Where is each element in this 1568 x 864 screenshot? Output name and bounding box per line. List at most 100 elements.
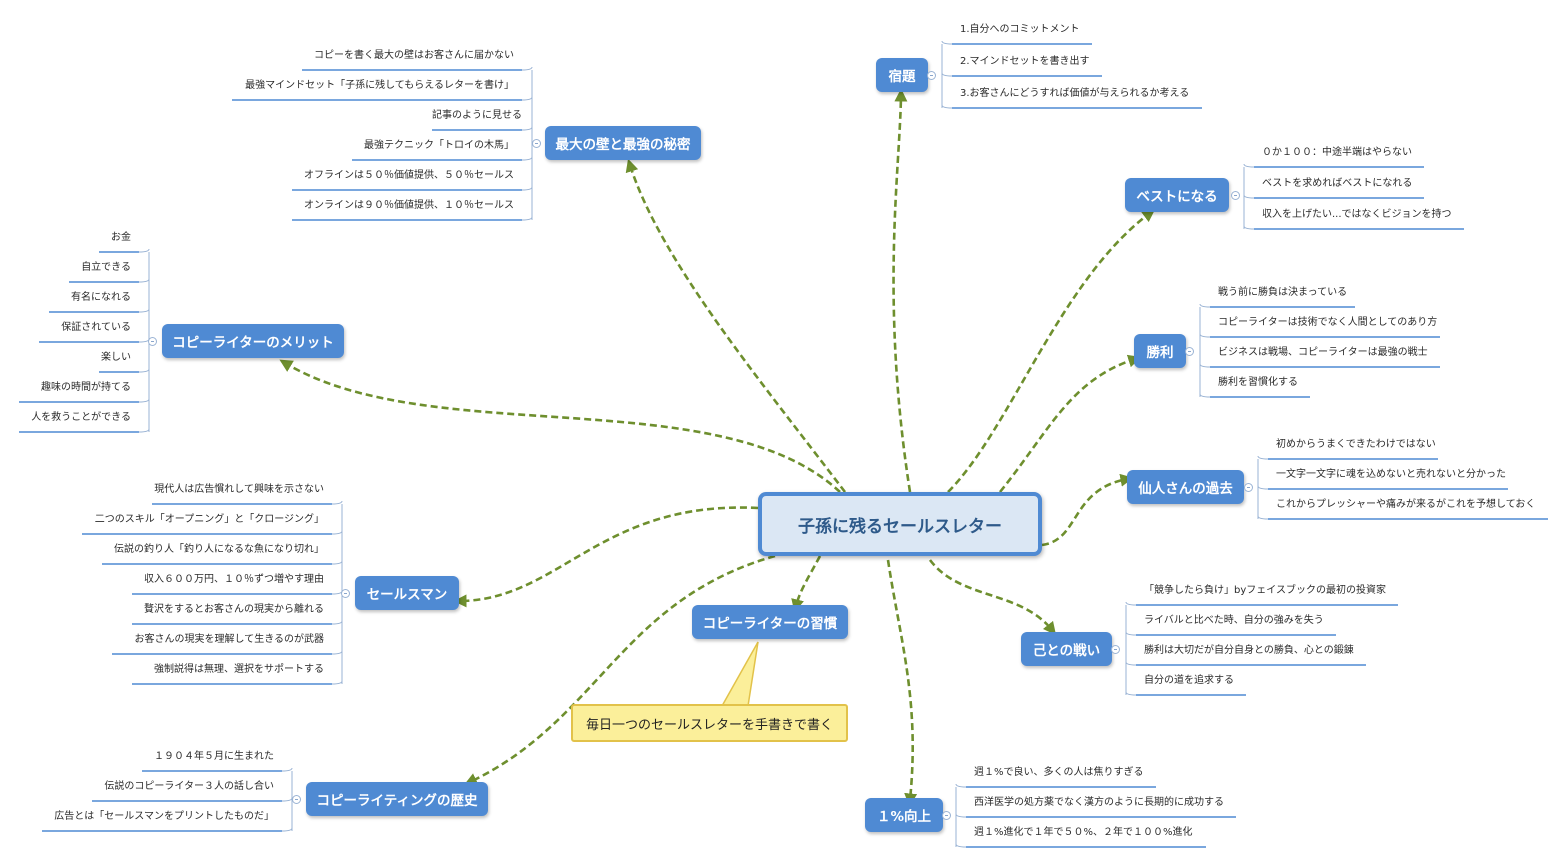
leaf-copywriter-merit-5[interactable]: 趣味の時間が持てる (41, 382, 131, 393)
connector-one-percent (886, 559, 918, 807)
collapse-toggle-icon[interactable] (927, 71, 936, 80)
leaf-connector (1199, 363, 1211, 368)
leaf-connector (941, 40, 953, 45)
leaf-connector (331, 500, 343, 505)
leaf-victory-0[interactable]: 戦う前に勝負は決まっている (1218, 287, 1348, 298)
leaf-be-best-1[interactable]: ベストを求めればベストになれる (1262, 178, 1413, 189)
leaf-one-percent-0[interactable]: 週１%で良い、多くの人は焦りすぎる (974, 767, 1144, 778)
collapse-toggle-icon[interactable] (1111, 645, 1120, 654)
collapse-toggle-icon[interactable] (148, 337, 157, 346)
leaf-salesman-5[interactable]: お客さんの現実を理解して生きるのが武器 (134, 634, 325, 645)
leaf-homework-1[interactable]: 2.マインドセットを書き出す (960, 56, 1090, 67)
callout-pointer (720, 641, 759, 707)
leaf-connector (331, 530, 343, 535)
leaf-connector (281, 767, 293, 772)
leaf-connector (331, 680, 343, 685)
leaf-salesman-0[interactable]: 現代人は広告慣れして興味を示さない (154, 484, 324, 495)
leaf-connector (281, 797, 293, 802)
branch-homework[interactable]: 宿題 (876, 58, 928, 92)
leaf-copywriting-history-0[interactable]: １９０４年５月に生まれた (154, 751, 274, 762)
leaf-connector (138, 308, 150, 313)
leaf-connector (955, 813, 967, 818)
leaf-salesman-6[interactable]: 強制説得は無理、選択をサポートする (154, 664, 324, 675)
leaf-copywriter-merit-4[interactable]: 楽しい (101, 352, 131, 363)
leaf-salesman-3[interactable]: 収入６００万円、１０％ずつ増やす理由 (144, 574, 324, 585)
leaf-connector (521, 216, 533, 221)
leaf-connector (1257, 485, 1269, 490)
branch-copywriting-history[interactable]: コピーライティングの歴史 (306, 782, 488, 816)
leaf-connector (331, 560, 343, 565)
branch-copywriter-habit[interactable]: コピーライターの習慣 (692, 605, 848, 639)
leaf-biggest-wall-4[interactable]: オフラインは５０％価値提供、５０％セールス (304, 170, 514, 181)
leaf-connector (521, 156, 533, 161)
leaf-sennin-past-1[interactable]: 一文字一文字に魂を込めないと売れないと分かった (1276, 469, 1506, 480)
leaf-one-percent-2[interactable]: 週１%進化で１年で５０%、２年で１００%進化 (974, 827, 1193, 838)
leaf-victory-1[interactable]: コピーライターは技術でなく人間としてのあり方 (1218, 317, 1438, 328)
leaf-copywriting-history-2[interactable]: 広告とは「セールスマンをプリントしたものだ」 (54, 811, 274, 822)
leaf-copywriter-merit-3[interactable]: 保証されている (61, 322, 131, 333)
leaf-self-battle-1[interactable]: ライバルと比べた時、自分の強みを失う (1144, 615, 1324, 626)
branch-be-best[interactable]: ベストになる (1125, 178, 1229, 212)
leaf-biggest-wall-3[interactable]: 最強テクニック「トロイの木馬」 (364, 140, 514, 151)
connector-copywriter-habit (791, 555, 822, 613)
leaf-biggest-wall-5[interactable]: オンラインは９０％価値提供、１０％セールス (304, 200, 514, 211)
leaf-copywriter-merit-0[interactable]: お金 (111, 232, 131, 243)
leaf-be-best-0[interactable]: ０か１００：中途半端はやらない (1262, 147, 1412, 158)
leaf-biggest-wall-1[interactable]: 最強マインドセット「子孫に残してもらえるレターを書け」 (245, 80, 514, 91)
leaf-connector (955, 843, 967, 848)
leaf-connector (521, 126, 533, 131)
leaf-biggest-wall-2[interactable]: 記事のように見せる (432, 110, 522, 121)
leaf-biggest-wall-0[interactable]: コピーを書く最大の壁はお客さんに届かない (314, 50, 514, 61)
leaf-connector (331, 650, 343, 655)
leaf-connector (138, 428, 150, 433)
branch-victory[interactable]: 勝利 (1134, 334, 1186, 368)
leaf-copywriter-merit-2[interactable]: 有名になれる (71, 292, 131, 303)
leaf-connector (955, 783, 967, 788)
branch-one-percent[interactable]: １%向上 (865, 798, 943, 832)
leaf-be-best-2[interactable]: 収入を上げたい...ではなくビジョンを持つ (1262, 209, 1452, 220)
connector-homework (892, 88, 912, 493)
collapse-toggle-icon[interactable] (1244, 483, 1253, 492)
leaf-copywriter-merit-1[interactable]: 自立できる (81, 262, 131, 273)
leaf-connector (521, 186, 533, 191)
leaf-copywriting-history-1[interactable]: 伝説のコピーライター３人の話し合い (104, 781, 274, 792)
leaf-connector (1199, 333, 1211, 338)
leaf-connector (1257, 515, 1269, 520)
leaf-connector (1257, 455, 1269, 460)
leaf-connector (1125, 601, 1137, 606)
collapse-toggle-icon[interactable] (942, 811, 951, 820)
leaf-salesman-2[interactable]: 伝説の釣り人「釣り人になるな魚になり切れ」 (114, 544, 324, 555)
leaf-self-battle-3[interactable]: 自分の道を追求する (1144, 675, 1234, 686)
connector-salesman (453, 506, 759, 608)
branch-self-battle[interactable]: 己との戦い (1021, 632, 1112, 666)
leaf-homework-2[interactable]: 3.お客さんにどうすれば価値が与えられるか考える (960, 88, 1190, 99)
collapse-toggle-icon[interactable] (1185, 347, 1194, 356)
branch-salesman[interactable]: セールスマン (355, 576, 459, 610)
collapse-toggle-icon[interactable] (1231, 191, 1240, 200)
leaf-one-percent-1[interactable]: 西洋医学の処方薬でなく漢方のように長期的に成功する (974, 797, 1224, 808)
collapse-toggle-icon[interactable] (292, 795, 301, 804)
leaf-connector (138, 398, 150, 403)
leaf-connector (1125, 661, 1137, 666)
leaf-self-battle-2[interactable]: 勝利は大切だが自分自身との勝負、心との鍛錬 (1144, 645, 1354, 656)
callout-note: 毎日一つのセールスレターを手書きで書く (571, 704, 848, 742)
leaf-connector (521, 66, 533, 71)
connector-self-battle (928, 559, 1057, 636)
branch-copywriter-merit[interactable]: コピーライターのメリット (162, 324, 344, 358)
leaf-salesman-1[interactable]: 二つのスキル「オープニング」と「クロージング」 (94, 514, 324, 525)
branch-sennin-past[interactable]: 仙人さんの過去 (1127, 470, 1244, 504)
central-topic[interactable]: 子孫に残るセールスレター (758, 492, 1042, 556)
leaf-victory-2[interactable]: ビジネスは戦場、コピーライターは最強の戦士 (1218, 347, 1428, 358)
leaf-sennin-past-0[interactable]: 初めからうまくできたわけではない (1276, 439, 1436, 450)
leaf-connector (1243, 225, 1255, 230)
collapse-toggle-icon[interactable] (341, 589, 350, 598)
leaf-copywriter-merit-6[interactable]: 人を救うことができる (31, 412, 131, 423)
leaf-victory-3[interactable]: 勝利を習慣化する (1218, 377, 1298, 388)
collapse-toggle-icon[interactable] (532, 139, 541, 148)
leaf-homework-0[interactable]: 1.自分へのコミットメント (960, 24, 1080, 35)
leaf-sennin-past-2[interactable]: これからプレッシャーや痛みが来るがこれを予想しておく (1276, 499, 1536, 510)
leaf-salesman-4[interactable]: 贅沢をするとお客さんの現実から離れる (144, 604, 324, 615)
leaf-self-battle-0[interactable]: 「競争したら負け」byフェイスブックの最初の投資家 (1144, 585, 1386, 596)
leaf-connector (138, 368, 150, 373)
branch-biggest-wall[interactable]: 最大の壁と最強の秘密 (545, 126, 701, 160)
